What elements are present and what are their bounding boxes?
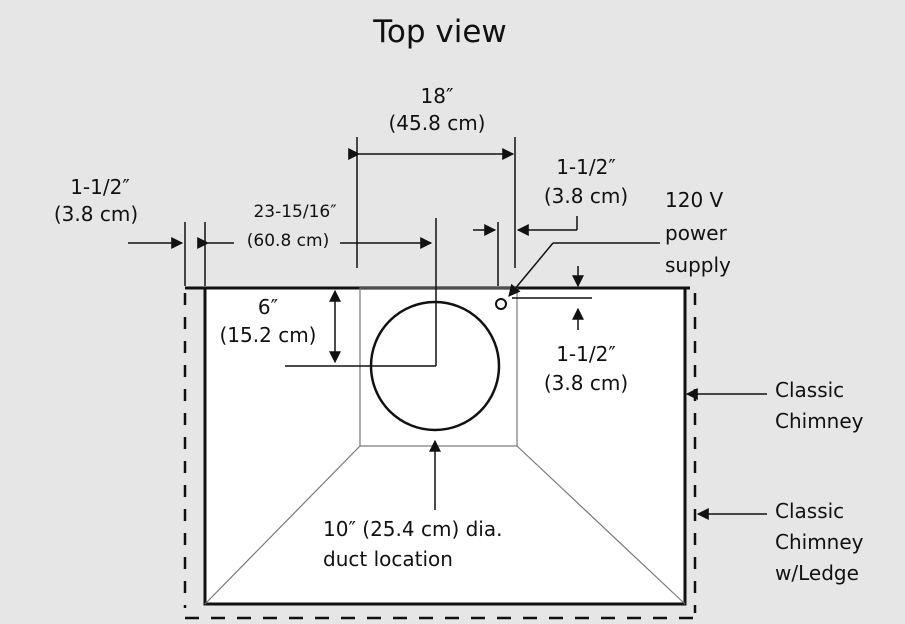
power-supply-icon bbox=[495, 298, 507, 310]
dimension-right-gap: 1-1/2″ (3.8 cm) bbox=[473, 155, 628, 286]
dim-18-in-label: 18″ bbox=[421, 84, 454, 108]
left-gap-in-label: 1-1/2″ bbox=[70, 175, 130, 199]
duct-line-1: 10″ (25.4 cm) dia. bbox=[323, 517, 502, 541]
center-cm-label: (60.8 cm) bbox=[247, 231, 329, 251]
dim-18-cm-label: (45.8 cm) bbox=[389, 111, 486, 135]
duct-callout: 10″ (25.4 cm) dia. duct location bbox=[323, 439, 502, 571]
diagram-title: Top view bbox=[372, 14, 507, 50]
dimension-depth: 6″ (15.2 cm) bbox=[220, 289, 341, 364]
ledge-line-3: w/Ledge bbox=[775, 561, 859, 585]
dimension-power-offset: 1-1/2″ (3.8 cm) bbox=[512, 266, 628, 395]
dimension-left-gap: 1-1/2″ (3.8 cm) bbox=[54, 175, 206, 286]
classic-line-2: Chimney bbox=[775, 409, 864, 433]
power-offset-in-label: 1-1/2″ bbox=[556, 342, 616, 366]
power-line-1: 120 V bbox=[665, 188, 724, 212]
dimension-18in: 18″ (45.8 cm) bbox=[348, 84, 516, 268]
ledge-dashed-outline bbox=[183, 293, 698, 620]
depth-cm-label: (15.2 cm) bbox=[220, 323, 317, 347]
ledge-line-1: Classic bbox=[775, 499, 844, 523]
power-offset-cm-label: (3.8 cm) bbox=[544, 371, 628, 395]
classic-line-1: Classic bbox=[775, 378, 844, 402]
center-in-label: 23-15/16″ bbox=[253, 202, 336, 222]
duct-line-2: duct location bbox=[323, 547, 453, 571]
dimension-center: 23-15/16″ (60.8 cm) bbox=[197, 202, 437, 367]
power-line-3: supply bbox=[665, 253, 731, 277]
right-gap-cm-label: (3.8 cm) bbox=[544, 184, 628, 208]
classic-chimney-callout: Classic Chimney bbox=[685, 378, 864, 433]
ledge-callout: Classic Chimney w/Ledge bbox=[696, 499, 864, 585]
power-line-2: power bbox=[665, 221, 728, 245]
right-gap-in-label: 1-1/2″ bbox=[556, 155, 616, 179]
power-supply-callout: 120 V power supply bbox=[508, 188, 731, 297]
ledge-line-2: Chimney bbox=[775, 530, 864, 554]
depth-in-label: 6″ bbox=[258, 295, 278, 319]
left-gap-cm-label: (3.8 cm) bbox=[54, 202, 138, 226]
